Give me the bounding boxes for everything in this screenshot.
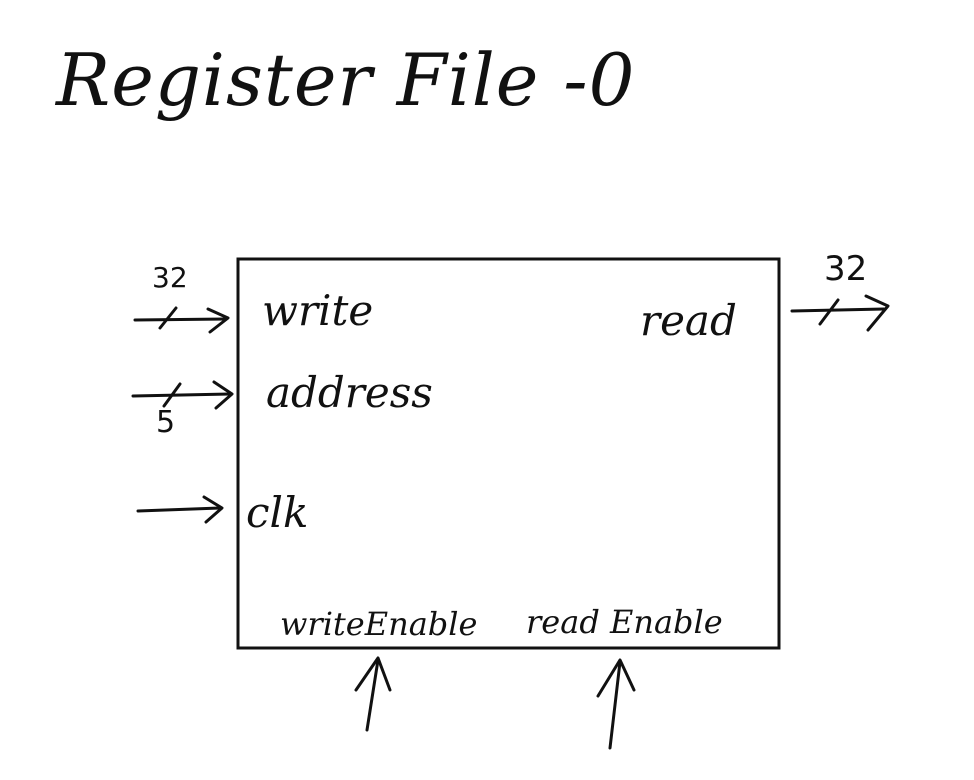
bus-width-read: 32 bbox=[824, 249, 868, 289]
port-label-read-enable: read Enable bbox=[526, 603, 723, 641]
write-enable-arrow bbox=[354, 656, 392, 732]
port-label-clk: clk bbox=[246, 488, 309, 537]
read-bus-slash bbox=[818, 298, 840, 326]
read-enable-arrow bbox=[596, 658, 636, 750]
clk-input-arrow bbox=[136, 495, 224, 524]
read-output-arrow bbox=[790, 294, 890, 332]
port-label-read: read bbox=[640, 296, 737, 345]
bus-width-address: 5 bbox=[156, 405, 176, 440]
port-label-address: address bbox=[266, 368, 433, 417]
register-file-block bbox=[236, 257, 781, 650]
write-input-arrow bbox=[133, 306, 230, 334]
port-label-write: write bbox=[262, 286, 374, 335]
bus-width-write: 32 bbox=[152, 261, 188, 294]
address-input-arrow bbox=[131, 380, 234, 410]
port-label-write-enable: writeEnable bbox=[280, 605, 478, 643]
address-bus-slash bbox=[162, 382, 182, 408]
write-bus-slash bbox=[158, 306, 178, 330]
diagram-title: Register File -0 bbox=[56, 38, 636, 122]
